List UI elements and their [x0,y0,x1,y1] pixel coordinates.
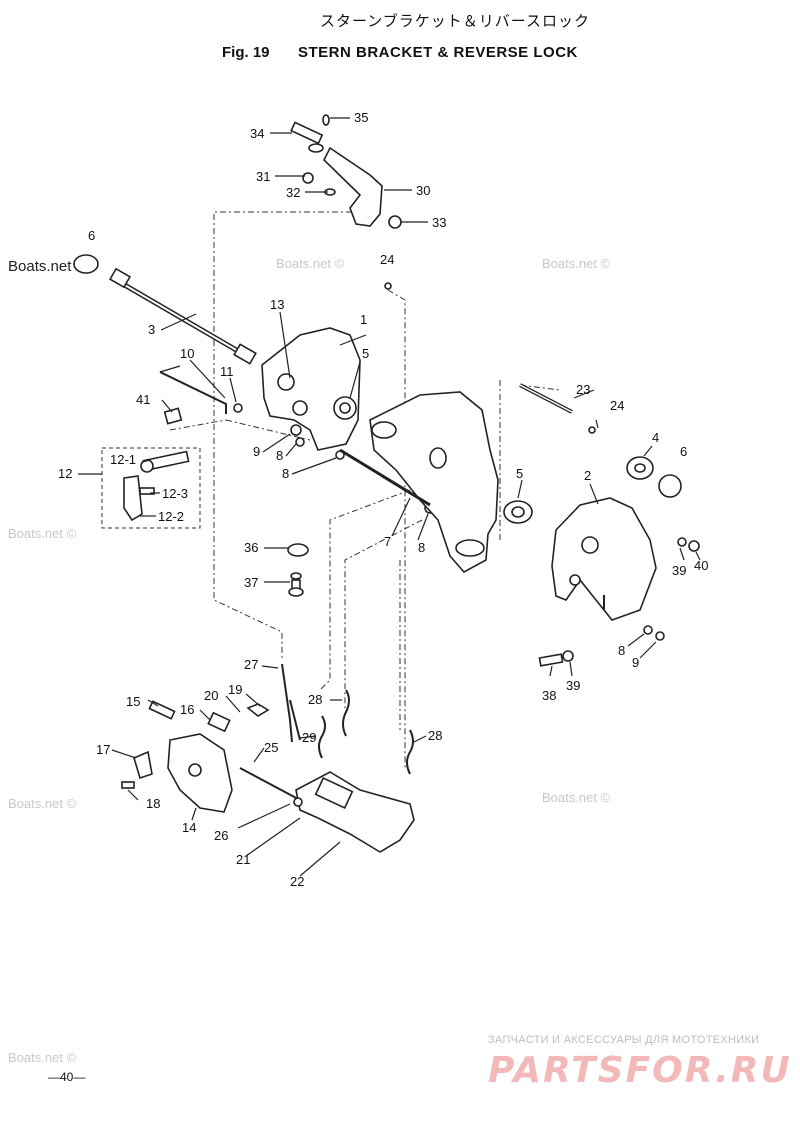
part-label-8-right: 8 [618,643,625,658]
part-label-6-left: 6 [88,228,95,243]
reverse-lock-rod-group [101,365,243,529]
part-label-31: 31 [256,169,270,184]
partsfor-logo: PARTSFOR.RU [488,1050,792,1091]
part-label-24-right: 24 [610,398,624,413]
part-label-3: 3 [148,322,155,337]
part-label-16: 16 [180,702,194,717]
watermark-left-top: Boats.net [8,258,72,275]
nut-part-4-and-cap-part-6 [626,456,682,498]
part-label-38: 38 [542,688,556,703]
watermark-left-low: Boats.net © [8,796,77,811]
part-label-28-lower: 28 [428,728,442,743]
part-label-28-upper: 28 [308,692,322,707]
part-label-15: 15 [126,694,140,709]
part-label-22: 22 [290,874,304,889]
part-label-39-right: 39 [672,563,686,578]
part-label-12: 12 [58,466,72,481]
part-label-10: 10 [180,346,194,361]
part-label-7: 7 [384,534,391,549]
diagram-title: STERN BRACKET & REVERSE LOCK [298,44,578,61]
part-label-1: 1 [360,312,367,327]
watermark-right-low: Boats.net © [542,790,611,805]
part-label-37: 37 [244,575,258,590]
part-label-34: 34 [250,126,264,141]
part-label-8-center: 8 [418,540,425,555]
part-label-26: 26 [214,828,228,843]
part-label-9-right: 9 [632,655,639,670]
assembly-guide-lines [169,211,561,770]
diagram-title-japanese: スターンブラケット＆リバースロック [319,13,591,30]
part-label-8-lower: 8 [282,466,289,481]
part-label-11: 11 [220,364,234,379]
part-label-40: 40 [694,558,708,573]
watermark-left-bottom: Boats.net © [8,1050,77,1065]
part-number-labels: 35 34 31 32 30 33 24 6 1 13 3 5 10 11 41… [58,110,708,889]
part-label-14: 14 [182,820,196,835]
shaft-part-3 [73,254,257,365]
swivel-bracket-center [339,391,499,574]
part-label-6-right: 6 [680,444,687,459]
part-label-9-left: 9 [253,444,260,459]
part-label-30: 30 [416,183,430,198]
part-label-19: 19 [228,682,242,697]
leader-lines [78,117,701,877]
right-stern-bracket-part-2 [551,497,657,621]
figure-label: Fig. 19 [222,44,270,61]
pin-part-23 [519,383,596,434]
part-label-25: 25 [264,740,278,755]
part-label-2: 2 [584,468,591,483]
cushion-part-36-bolt-37 [287,543,309,597]
part-label-29: 29 [302,730,316,745]
bushing-bore [511,506,525,518]
part-label-17: 17 [96,742,110,757]
watermark-mid-top: Boats.net © [276,256,345,271]
part-label-18: 18 [146,796,160,811]
part-label-5: 5 [362,346,369,361]
promo-text: ЗАПЧАСТИ И АКСЕССУАРЫ ДЛЯ МОТОТЕХНИКИ [488,1034,760,1046]
part-label-41: 41 [136,392,150,407]
part-label-12-2: 12-2 [158,509,184,524]
part-label-8-upper: 8 [276,448,283,463]
watermark-right-top: Boats.net © [542,256,611,271]
part-label-4: 4 [652,430,659,445]
part-label-12-1: 12-1 [110,452,136,467]
tilt-lever-part-30 [290,114,402,290]
part-label-39-lower: 39 [566,678,580,693]
part-label-36: 36 [244,540,258,555]
part-label-5-right: 5 [516,466,523,481]
fasteners-right [538,537,700,667]
reverse-lock-linkage-lower [121,663,415,853]
part-label-24-top: 24 [380,252,394,267]
watermark-left-mid: Boats.net © [8,526,77,541]
part-label-13: 13 [270,297,284,312]
part-label-35: 35 [354,110,368,125]
part-label-32: 32 [286,185,300,200]
part-label-20: 20 [204,688,218,703]
page-number: —40— [48,1070,86,1084]
part-label-23: 23 [576,382,590,397]
part-label-33: 33 [432,215,446,230]
part-label-12-3: 12-3 [162,486,188,501]
part-label-27: 27 [244,657,258,672]
part-label-21: 21 [236,852,250,867]
